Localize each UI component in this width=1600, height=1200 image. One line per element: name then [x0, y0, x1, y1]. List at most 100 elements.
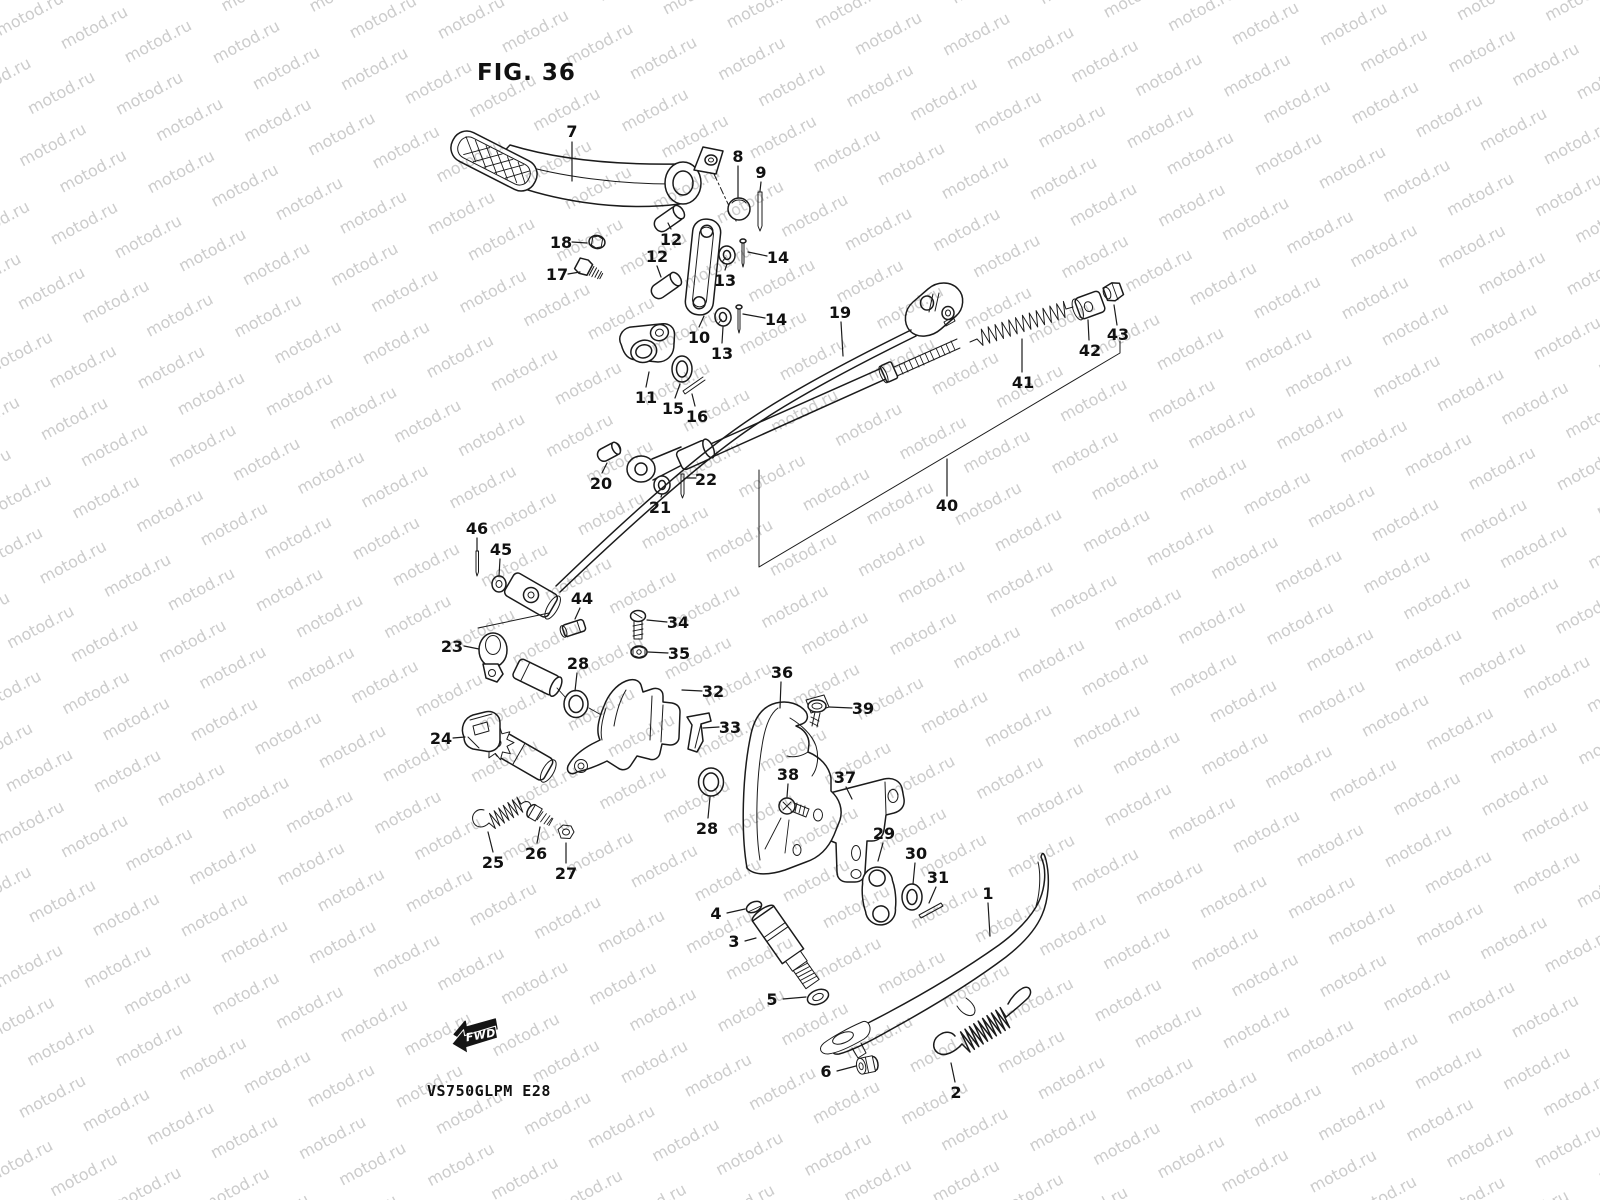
- figure-title: FIG. 36: [477, 60, 576, 86]
- part-callout-45: 45: [490, 540, 512, 559]
- model-code: VS750GLPM E28: [427, 1082, 551, 1100]
- part-callout-13: 13: [714, 271, 736, 290]
- part-24-cam: [461, 710, 557, 783]
- brake-pedal: [450, 130, 738, 224]
- part-35-nut: [630, 645, 648, 659]
- part-33-plate: [686, 712, 712, 753]
- part-leader-12: [667, 222, 672, 230]
- part-28-seal-upper: [563, 689, 589, 719]
- part-callout-25: 25: [482, 853, 504, 872]
- part-callout-16: 16: [686, 407, 708, 426]
- part-callout-5: 5: [766, 990, 777, 1009]
- cam-lever-parts: [461, 550, 725, 839]
- part-callout-20: 20: [590, 474, 612, 493]
- part-callout-19: 19: [829, 303, 851, 322]
- part-callout-11: 11: [635, 388, 657, 407]
- part-31-pin: [918, 902, 944, 919]
- part-callout-2: 2: [950, 1083, 961, 1102]
- part-leader-16: [691, 393, 696, 407]
- part-callout-7: 7: [566, 122, 577, 141]
- part-leader-11: [645, 371, 650, 388]
- prop-stand: [820, 852, 1050, 1059]
- part-12-pin-upper: [653, 204, 686, 233]
- part-callout-14: 14: [765, 310, 787, 329]
- part-leader-37: [845, 786, 853, 800]
- part-leader-5: [782, 996, 807, 1000]
- part-leader-28: [707, 796, 711, 819]
- rod-clevis: [626, 446, 685, 483]
- part-11-joint: [619, 322, 676, 364]
- part-15-seal: [671, 355, 693, 383]
- part-leader-30: [912, 862, 916, 885]
- part-14-pin-upper: [739, 238, 747, 268]
- part-callout-13: 13: [711, 344, 733, 363]
- part-callout-21: 21: [649, 498, 671, 517]
- rod-adjuster: [878, 361, 899, 384]
- stand-spring: [933, 986, 1032, 1056]
- part-46-pin: [475, 550, 479, 577]
- part-callout-17: 17: [546, 265, 568, 284]
- part-5-washer: [806, 988, 830, 1006]
- part-leader-19: [840, 321, 844, 357]
- part-callout-12: 12: [646, 247, 668, 266]
- part-leader-1: [987, 902, 991, 937]
- part-callout-22: 22: [695, 470, 717, 489]
- part-4-cap: [745, 900, 763, 914]
- part-43-nut: [1102, 282, 1125, 302]
- part-callout-35: 35: [668, 644, 690, 663]
- part-callout-18: 18: [550, 233, 572, 252]
- part-leader-38: [786, 783, 789, 798]
- part-callout-14: 14: [767, 248, 789, 267]
- part-leader-15: [674, 383, 681, 399]
- rod-extension-parts: [969, 282, 1125, 346]
- part-callout-31: 31: [927, 868, 949, 887]
- part-leader-2: [950, 1062, 956, 1083]
- part-32-bracket: [566, 678, 681, 775]
- part-12-pin-lower: [650, 271, 683, 300]
- part-30-ring: [901, 883, 923, 911]
- part-34-screw: [629, 609, 647, 640]
- pedal-pad: [450, 130, 538, 192]
- fwd-arrow-label: FWD: [465, 1026, 497, 1044]
- part-callout-42: 42: [1079, 341, 1101, 360]
- part-leader-35: [647, 651, 669, 654]
- part-leader-24: [452, 736, 466, 739]
- part-callout-34: 34: [667, 613, 689, 632]
- part-leader-14: [742, 313, 766, 319]
- part-callout-24: 24: [430, 729, 452, 748]
- part-callout-4: 4: [710, 904, 721, 923]
- part-leader-36: [779, 681, 782, 709]
- part-callout-9: 9: [755, 163, 766, 182]
- part-callout-29: 29: [873, 824, 895, 843]
- part-42-joint: [1071, 290, 1106, 321]
- cable-end-barrel: [503, 572, 561, 620]
- fwd-marker: FWD: [451, 1018, 499, 1054]
- part-10-link: [684, 218, 722, 316]
- part-leader-12: [656, 265, 662, 278]
- part-leader-44: [574, 607, 581, 620]
- part-leader-20: [601, 462, 608, 474]
- stand-spring-hook-tab: [956, 997, 976, 1017]
- part-leader-28: [574, 672, 578, 692]
- part-callout-12: 12: [660, 230, 682, 249]
- part-leader-39: [828, 706, 853, 709]
- part-17-bolt: [573, 257, 604, 280]
- part-callout-28: 28: [696, 819, 718, 838]
- part-leader-43: [1113, 304, 1118, 326]
- part-callout-44: 44: [571, 589, 593, 608]
- part-8-cap: [727, 197, 751, 221]
- part-28-seal-lower: [697, 767, 725, 797]
- part-27-nut: [557, 824, 575, 839]
- part-26-bolt: [526, 803, 554, 826]
- part-leader-4: [726, 908, 746, 914]
- part-callout-36: 36: [771, 663, 793, 682]
- part-callout-28: 28: [567, 654, 589, 673]
- part-9-pin: [757, 191, 763, 232]
- part-6-nut: [855, 1055, 879, 1075]
- part-leader-13: [721, 326, 724, 344]
- part-leader-32: [681, 689, 703, 692]
- part-16-pin: [682, 376, 706, 395]
- part-23-lever: [478, 632, 567, 699]
- part-callout-8: 8: [732, 147, 743, 166]
